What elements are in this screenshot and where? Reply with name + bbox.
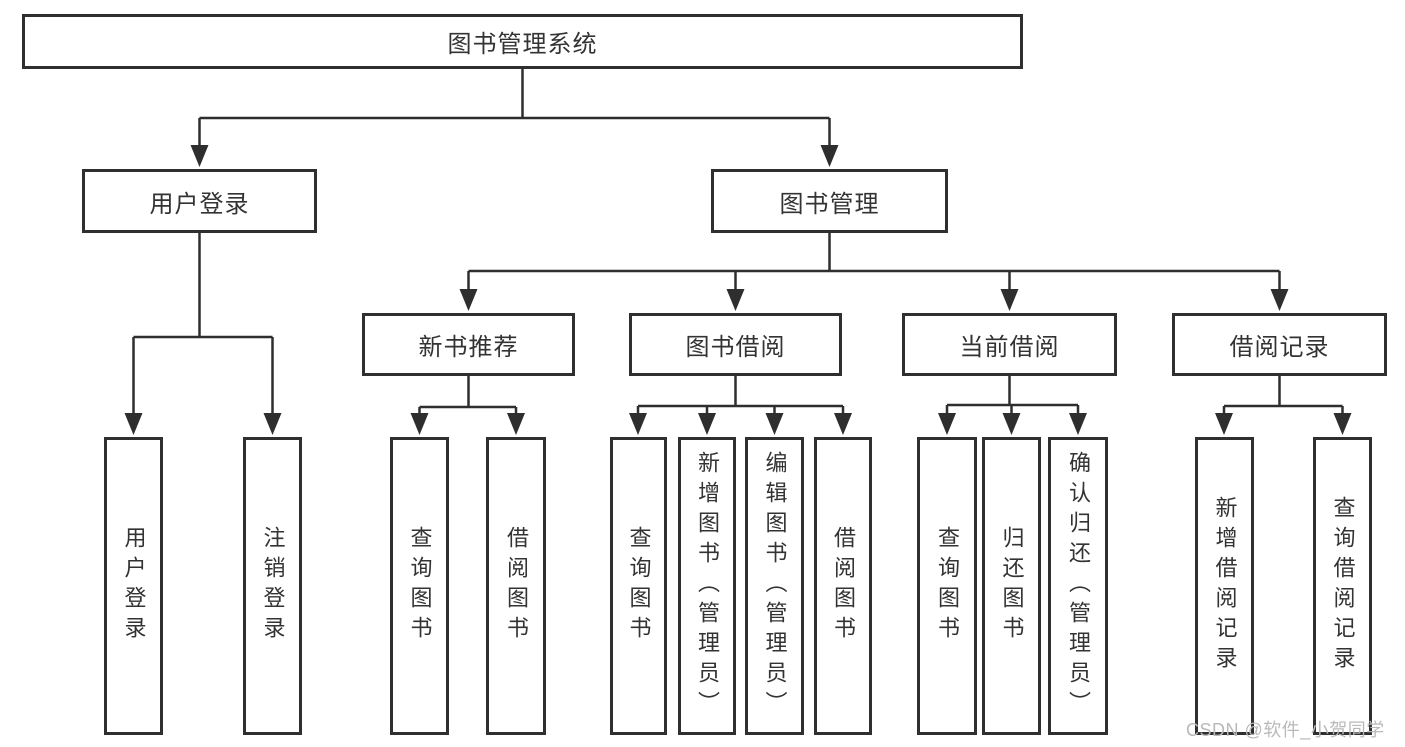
leaf-recommend-borrow-book: 借阅图书 [486, 437, 546, 735]
leaf-confirm-return-admin: 确认归还（管理员） [1048, 437, 1108, 735]
leaf-borrow-book: 借阅图书 [814, 437, 872, 735]
leaf-borrow-query-book: 查询图书 [610, 437, 667, 735]
leaf-edit-book-admin: 编辑图书（管理员） [745, 437, 804, 735]
node-library-system: 图书管理系统 [22, 14, 1023, 69]
node-borrow-records: 借阅记录 [1172, 313, 1387, 376]
node-current-borrow: 当前借阅 [902, 313, 1117, 376]
node-new-book-recommend: 新书推荐 [362, 313, 575, 376]
leaf-user-login: 用户登录 [104, 437, 163, 735]
node-book-borrow: 图书借阅 [629, 313, 842, 376]
leaf-current-query-book: 查询图书 [917, 437, 977, 735]
csdn-watermark: CSDN @软件_小贺同学 [1186, 720, 1385, 740]
node-book-management: 图书管理 [711, 169, 948, 233]
leaf-add-borrow-record: 新增借阅记录 [1195, 437, 1254, 735]
leaf-logout: 注销登录 [243, 437, 302, 735]
leaf-return-book: 归还图书 [982, 437, 1041, 735]
node-user-login: 用户登录 [82, 169, 317, 233]
leaf-add-book-admin: 新增图书（管理员） [678, 437, 736, 735]
leaf-recommend-query-book: 查询图书 [390, 437, 449, 735]
leaf-query-borrow-record: 查询借阅记录 [1313, 437, 1372, 735]
